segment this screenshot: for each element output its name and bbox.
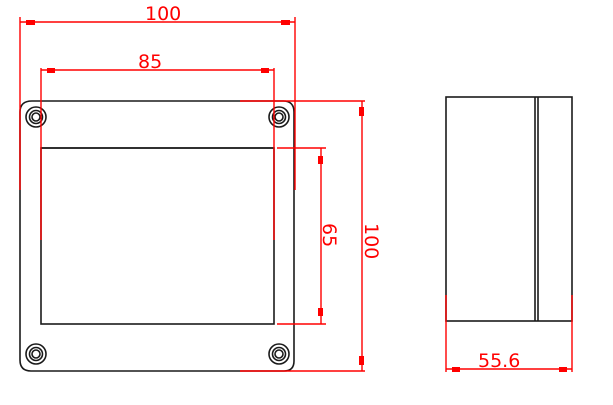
screw-hole-top-left: [25, 106, 47, 128]
dimension-label-depth: 55.6: [478, 350, 520, 372]
dimension-label-overall-height: 100: [360, 223, 382, 259]
side-view: [445, 96, 573, 322]
dimension-inner-width: 85: [40, 51, 275, 240]
screw-hole-icon: [268, 343, 290, 365]
dimension-label-inner-height: 65: [318, 223, 340, 247]
screw-hole-icon: [268, 106, 290, 128]
screw-hole-bottom-left: [25, 343, 47, 365]
front-view-outline: [19, 100, 295, 372]
front-view: [19, 100, 295, 372]
screw-hole-icon: [25, 343, 47, 365]
side-view-body: [445, 96, 573, 322]
dimension-label-overall-width: 100: [145, 3, 181, 25]
dimension-overall-width: 100: [19, 3, 296, 190]
dimension-label-inner-width: 85: [138, 51, 162, 73]
screw-hole-icon: [25, 106, 47, 128]
dimension-depth: 55.6: [445, 295, 573, 372]
screw-hole-bottom-right: [268, 343, 290, 365]
screw-hole-top-right: [268, 106, 290, 128]
inner-panel: [40, 147, 275, 325]
dimension-inner-height: 65: [277, 147, 340, 325]
dimension-overall-height: 100: [240, 100, 382, 372]
